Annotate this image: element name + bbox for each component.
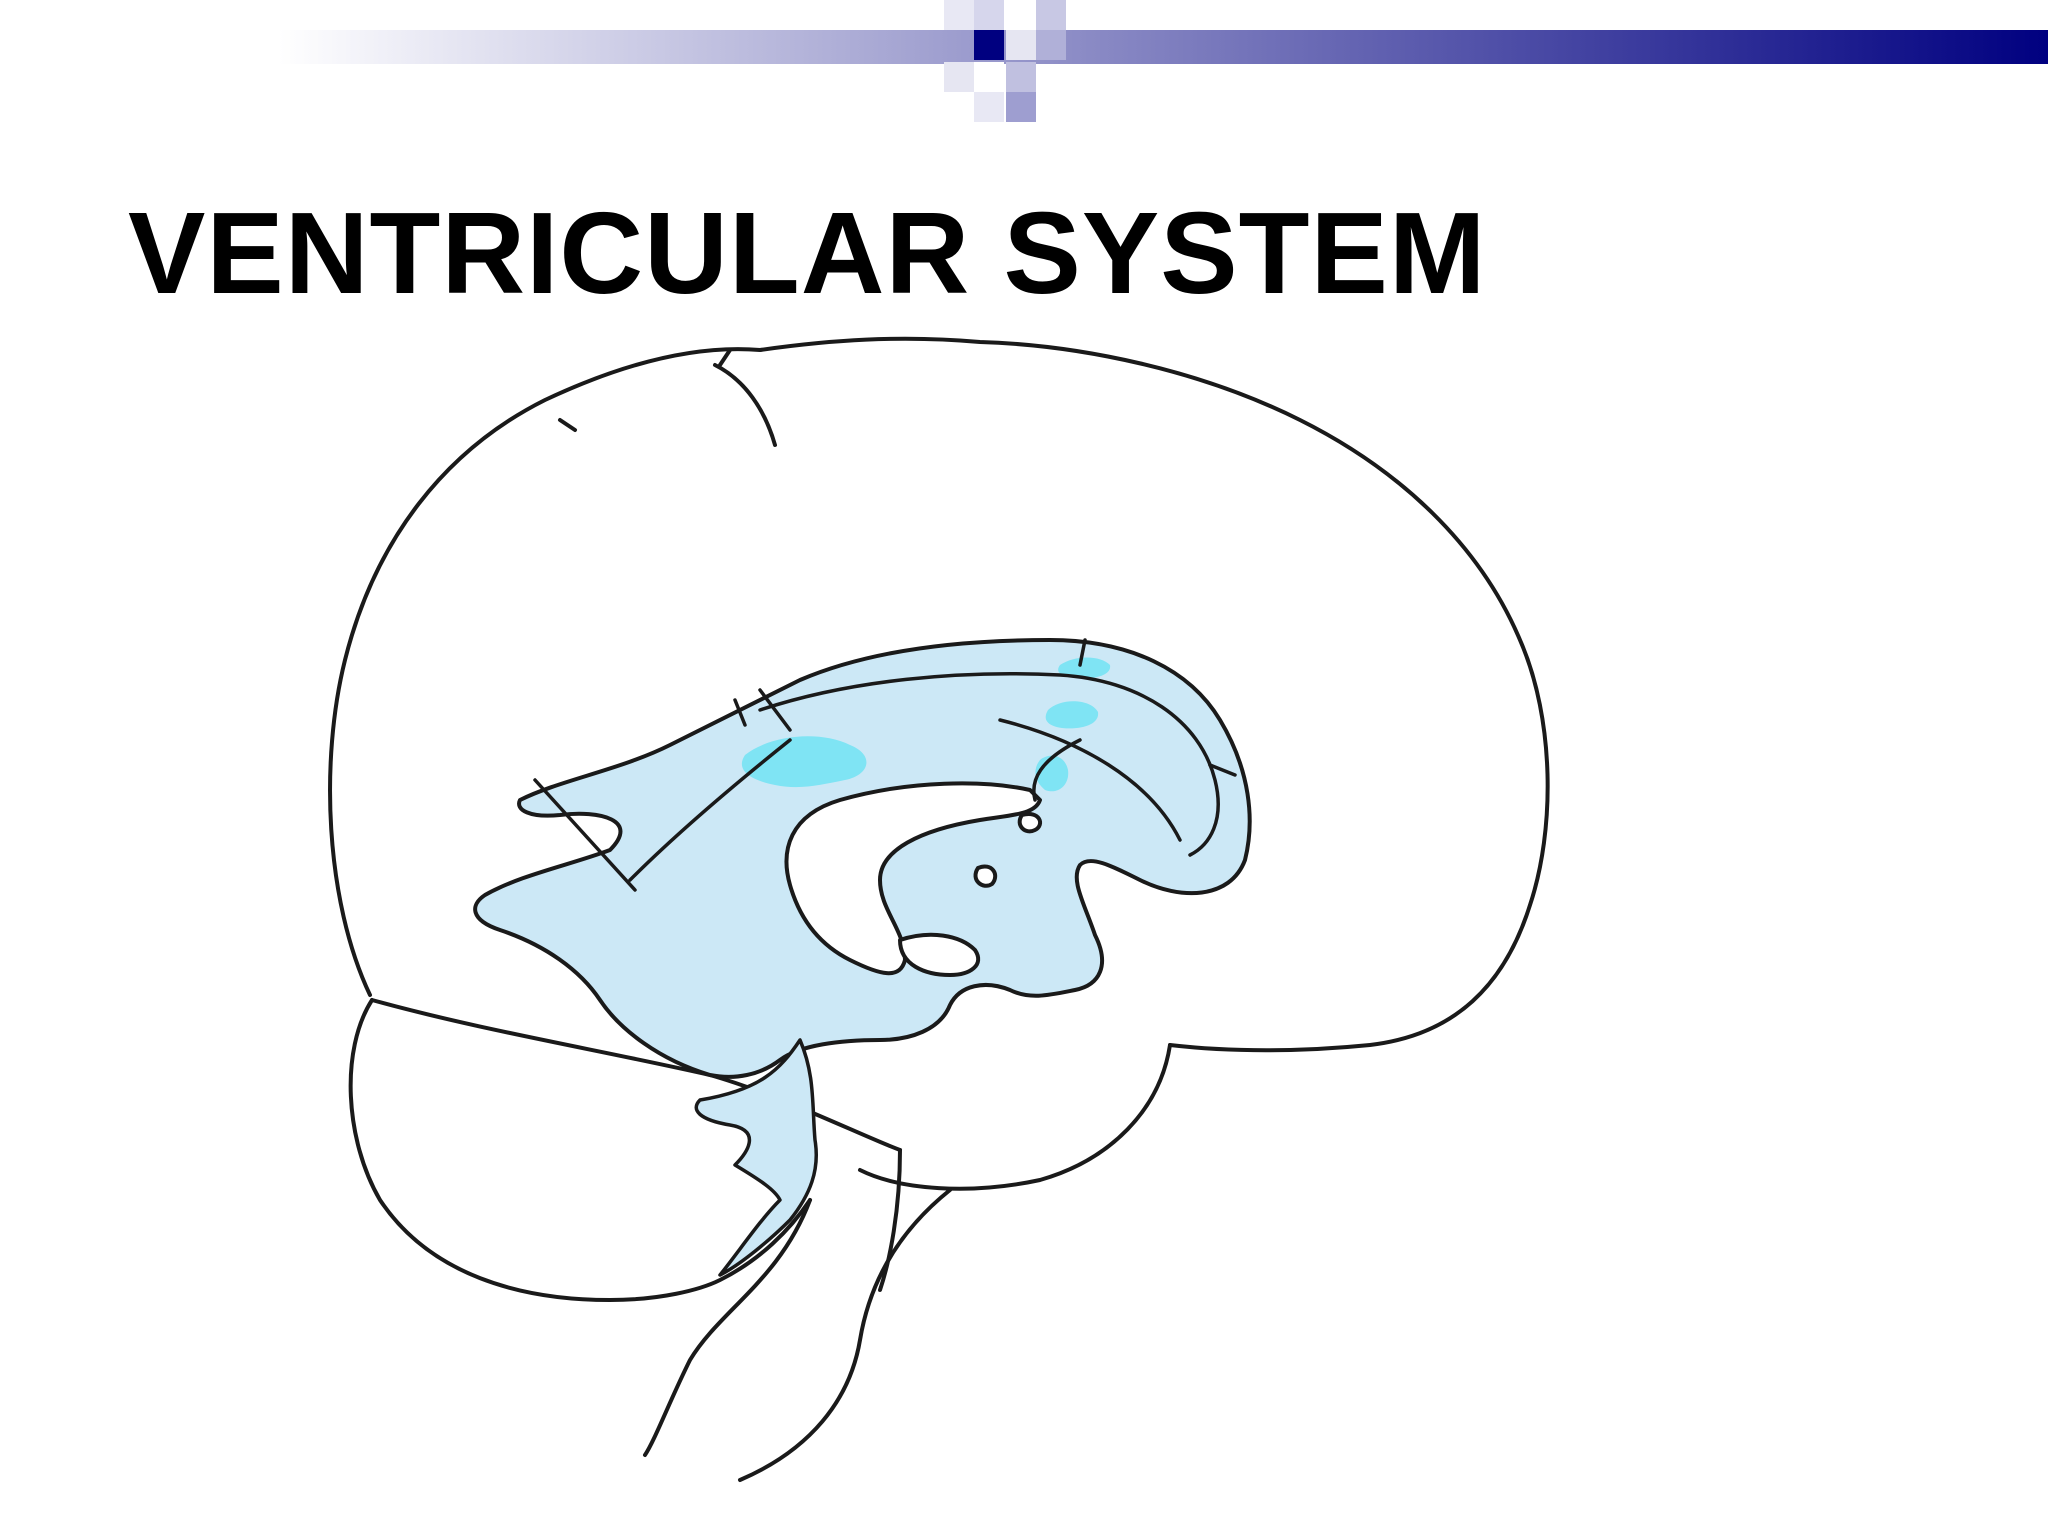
corpus-callosum-arc-inner (998, 718, 1182, 842)
division-tick-1 (758, 688, 792, 732)
division-tick-4 (1208, 763, 1237, 777)
fourth-ventricle (694, 1038, 818, 1277)
sulcus-top (713, 363, 777, 447)
choroid-plexus-2 (1058, 657, 1111, 679)
division-tick-3 (1078, 638, 1087, 667)
anterior-horn-line (533, 778, 637, 892)
brainstem-front (858, 1043, 1172, 1191)
gradient-bar (125, 30, 2048, 64)
division-tick-2 (733, 698, 747, 727)
brainstem-posterior (643, 1198, 812, 1457)
spinal-line (878, 1148, 902, 1292)
corpus-callosum-arc (758, 672, 1220, 857)
slide-title: VENTRICULAR SYSTEM (128, 188, 1487, 318)
posterior-horn-line (1032, 738, 1082, 802)
sulcus-tick-1 (558, 418, 577, 432)
cerebellum-outline (348, 998, 812, 1302)
choroid-plexus-1 (741, 736, 867, 788)
choroid-plexus-3 (1045, 701, 1099, 729)
fornix-line (628, 738, 792, 882)
cerebrum-outline (328, 336, 1550, 1053)
interventricular-foramen (1017, 812, 1043, 834)
checker-squares-icon (944, 0, 1066, 122)
massa-intermedia (973, 864, 998, 888)
brainstem-anterior (738, 1188, 952, 1482)
thalamus-cutout (784, 781, 1042, 976)
sulcus-tick-2 (718, 348, 732, 367)
lower-cutout (898, 932, 981, 977)
header-gradient-band (125, 30, 2048, 64)
